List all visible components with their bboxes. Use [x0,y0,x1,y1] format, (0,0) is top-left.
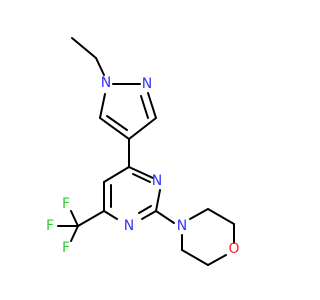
bond-pyrimidine-n3-c2 [155,189,161,212]
bond-ethyl-ch2-n1 [95,57,105,76]
atom-label-fluorine-bottom: F [62,240,70,256]
bond-pyrimidine-c4-n3-double [132,173,151,183]
bond-morpholine-n-c2 [189,208,209,220]
bond-morpholine-c5-c6 [181,249,209,266]
atom-labels: N N N N N O F F F [46,75,240,257]
atom-label-pyrimidine-n1: N [124,218,134,234]
bond-cf3-f-top [70,210,79,227]
bond-pyrimidine-c2-n1 [141,210,157,220]
bond-pyrazole-c5-n1 [99,93,106,119]
bond-morpholine-o-c5 [207,254,227,266]
atom-label-pyrimidine-n3: N [152,173,162,189]
bond-pyrazole-n2-c3-double [140,95,149,119]
bonds [57,37,235,266]
bond-pyrimidine-c4-n3 [128,166,154,179]
bond-pyrazole-c3-c4 [128,117,157,140]
atom-label-pyrazole-n1: N [101,75,111,91]
bond-pyrazole-c4-c5 [99,117,130,140]
atom-label-pyrazole-n2: N [142,76,152,92]
bond-c6-cf3 [77,210,105,227]
atom-label-fluorine-left: F [46,218,54,234]
bond-pyrimidine-n1-c6 [103,210,118,220]
bond-pyrimidine-morpholine [155,210,175,224]
bond-morpholine-c2-c3 [207,208,235,225]
bond-pyrazole-c4-c5-double [106,115,128,131]
atom-label-morpholine-o: O [228,241,239,257]
bond-cf3-f-bottom [70,225,79,242]
bond-ethyl-ch3-ch2 [71,37,97,59]
bond-pyrimidine-c2-n1-double [138,205,152,214]
chemical-structure: N N N N N O F F F [46,37,240,266]
atom-label-morpholine-n: N [177,218,187,234]
bond-pyrazole-n2-c3 [147,92,157,119]
atom-label-fluorine-top: F [62,196,70,212]
bond-pyrimidine-c5-c4 [103,166,130,183]
